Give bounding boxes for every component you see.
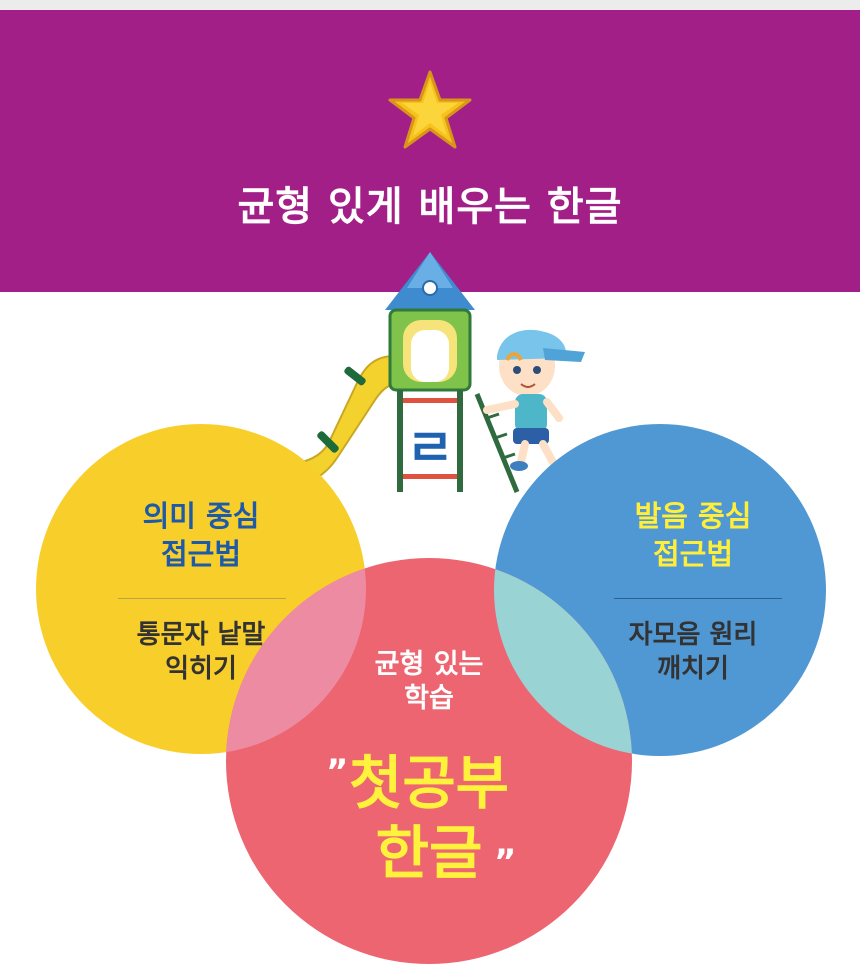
top-strip	[0, 0, 860, 10]
balanced-learning-subtitle: 균형 있는 학습	[374, 649, 484, 714]
phonics-approach-desc: 자모음 원리 깨치기	[628, 620, 758, 684]
child-character-icon	[483, 329, 585, 475]
divider	[614, 598, 782, 599]
open-quote-mark: ”	[326, 752, 349, 792]
close-quote-mark: ”	[494, 842, 517, 882]
star-icon	[388, 70, 472, 149]
banner-title: 균형 있게 배우는 한글	[237, 184, 623, 230]
meaning-approach-desc: 통문자 낱말 익히기	[136, 620, 266, 684]
phonics-approach-title: 발음 중심 접근법	[634, 499, 752, 571]
playground-illustration: ㄹ	[234, 252, 585, 493]
letter-rieul: ㄹ	[406, 419, 454, 479]
meaning-approach-title: 의미 중심 접근법	[142, 499, 260, 571]
title-banner: 균형 있게 배우는 한글	[0, 10, 860, 292]
brand-title: 첫공부 한글	[348, 749, 510, 887]
divider	[118, 598, 286, 599]
